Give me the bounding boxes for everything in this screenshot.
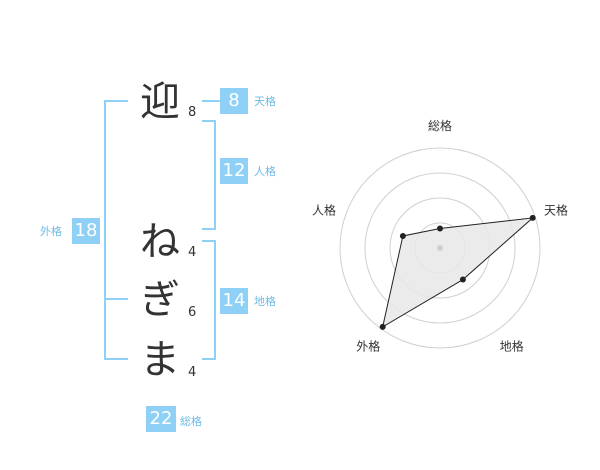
tenkaku-connector [202, 100, 220, 102]
radar-ring-3 [364, 172, 516, 324]
radar-series-polygon [381, 217, 535, 328]
tenkaku-label: 天格 [254, 95, 276, 108]
name-char-3: ぎ [140, 277, 180, 323]
gaikaku-value: 18 [72, 218, 100, 244]
soukaku-value: 22 [146, 406, 176, 432]
name-char-1: 迎 [140, 79, 180, 125]
stroke-count-2: 4 [188, 245, 197, 260]
chikaku-label: 地格 [254, 295, 276, 308]
radar-points [379, 214, 536, 330]
stroke-count-3: 6 [188, 305, 197, 320]
radar-center-dot [437, 245, 443, 251]
soukaku-label: 総格 [180, 415, 202, 428]
radar-ring-4 [339, 147, 541, 349]
chikaku-value: 14 [220, 288, 248, 314]
radar-point-2 [459, 276, 466, 283]
stroke-count-4: 4 [188, 365, 197, 380]
jinkaku-value: 12 [220, 158, 248, 184]
radar-point-3 [379, 323, 386, 330]
radar-point-4 [399, 232, 406, 239]
radar-axis-label-2: 地格 [500, 339, 524, 354]
gaikaku-label: 外格 [40, 225, 62, 238]
radar-point-0 [437, 225, 443, 232]
name-char-2: ね [140, 219, 180, 265]
radar-axis-label-1: 天格 [544, 202, 568, 217]
gaikaku-mid-tick [104, 298, 128, 300]
jinkaku-label: 人格 [254, 165, 276, 178]
radar-axis-label-0: 総格 [428, 118, 452, 133]
radar-axis-label-3: 外格 [356, 339, 380, 354]
stroke-count-1: 8 [188, 105, 197, 120]
gaikaku-bracket [104, 100, 128, 360]
jinkaku-bracket [202, 120, 216, 230]
tenkaku-value: 8 [220, 88, 248, 114]
radar-axis-label-4: 人格 [312, 202, 336, 217]
name-char-4: ま [140, 337, 180, 383]
radar-point-1 [529, 214, 536, 221]
chikaku-bracket [202, 240, 216, 360]
